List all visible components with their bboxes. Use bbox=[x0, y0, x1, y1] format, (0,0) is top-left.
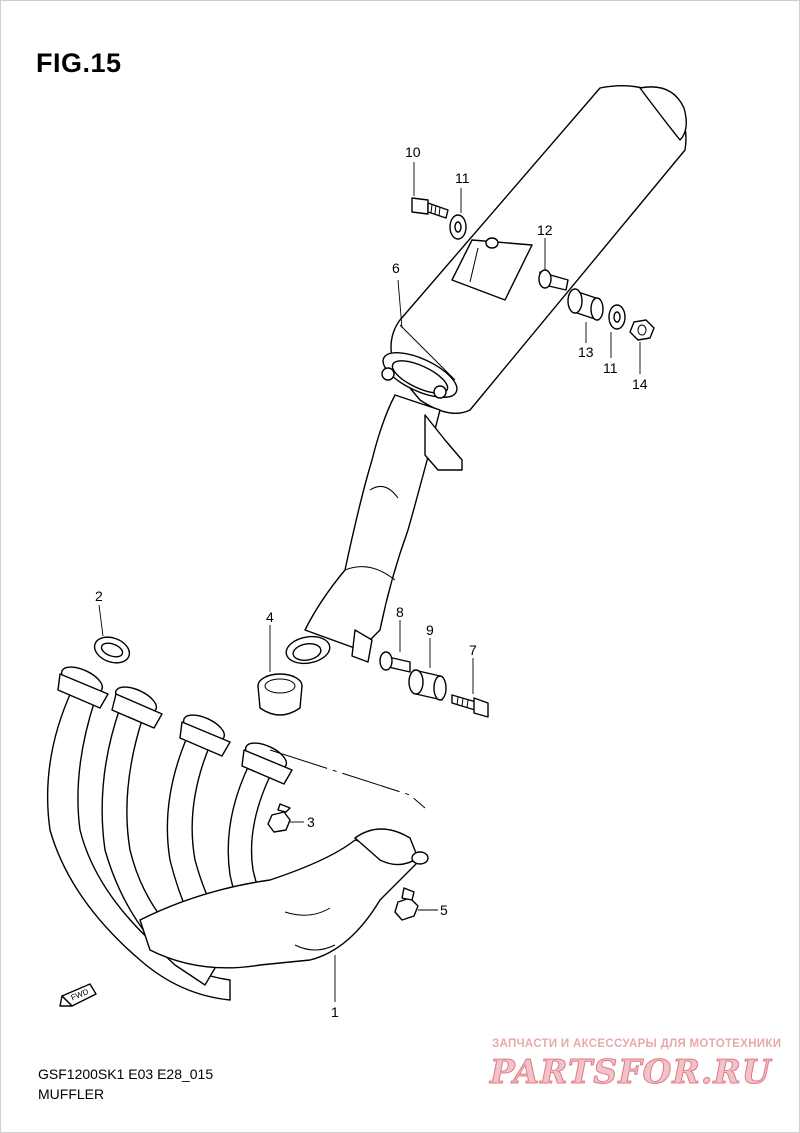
bolt-part-10[interactable] bbox=[411, 197, 449, 219]
connecting-pipe[interactable] bbox=[284, 394, 463, 667]
forward-arrow-icon: FWD bbox=[59, 983, 97, 1007]
bolt-part-7[interactable] bbox=[451, 694, 489, 718]
callout-11-upper: 11 bbox=[455, 170, 470, 186]
callout-8: 8 bbox=[396, 604, 404, 620]
watermark-tagline: ЗАПЧАСТИ И АКСЕССУАРЫ ДЛЯ МОТОТЕХНИКИ bbox=[492, 1038, 782, 1050]
callout-12: 12 bbox=[537, 222, 553, 238]
cushion-part-13[interactable] bbox=[567, 288, 604, 321]
bolt-part-3[interactable] bbox=[267, 803, 291, 833]
callout-14: 14 bbox=[632, 376, 648, 392]
callout-11-lower: 11 bbox=[603, 360, 618, 376]
washer-part-11-upper[interactable] bbox=[449, 214, 467, 240]
callout-9: 9 bbox=[426, 622, 434, 638]
figure-title: FIG.15 bbox=[36, 48, 122, 78]
callout-4: 4 bbox=[266, 609, 274, 625]
washer-part-11-lower[interactable] bbox=[608, 304, 626, 330]
exhaust-pipe-part-1[interactable] bbox=[46, 662, 429, 1001]
callout-7: 7 bbox=[469, 642, 477, 658]
bolt-part-5[interactable] bbox=[394, 887, 419, 921]
callout-5: 5 bbox=[440, 902, 448, 918]
callout-1: 1 bbox=[331, 1004, 339, 1020]
diagram-name: MUFFLER bbox=[38, 1086, 105, 1102]
callout-leaders bbox=[98, 162, 641, 1002]
nut-part-14[interactable] bbox=[629, 319, 655, 341]
cushion-part-9[interactable] bbox=[408, 669, 447, 701]
callout-10: 10 bbox=[405, 144, 421, 160]
collar-part-8[interactable] bbox=[379, 651, 411, 673]
gasket-part-2[interactable] bbox=[91, 633, 133, 668]
diagram-code: GSF1200SK1 E03 E28_015 bbox=[38, 1066, 214, 1082]
gasket-part-4[interactable] bbox=[257, 673, 303, 716]
callout-6: 6 bbox=[392, 260, 400, 276]
watermark-logo: PARTSFOR.RU bbox=[490, 1052, 772, 1092]
muffler-part-6[interactable] bbox=[377, 85, 687, 414]
callout-2: 2 bbox=[95, 588, 103, 604]
callout-3: 3 bbox=[307, 814, 315, 830]
callout-numbers: 10 11 12 6 13 11 14 2 4 8 9 7 3 5 1 bbox=[95, 144, 648, 1020]
callout-13: 13 bbox=[578, 344, 594, 360]
